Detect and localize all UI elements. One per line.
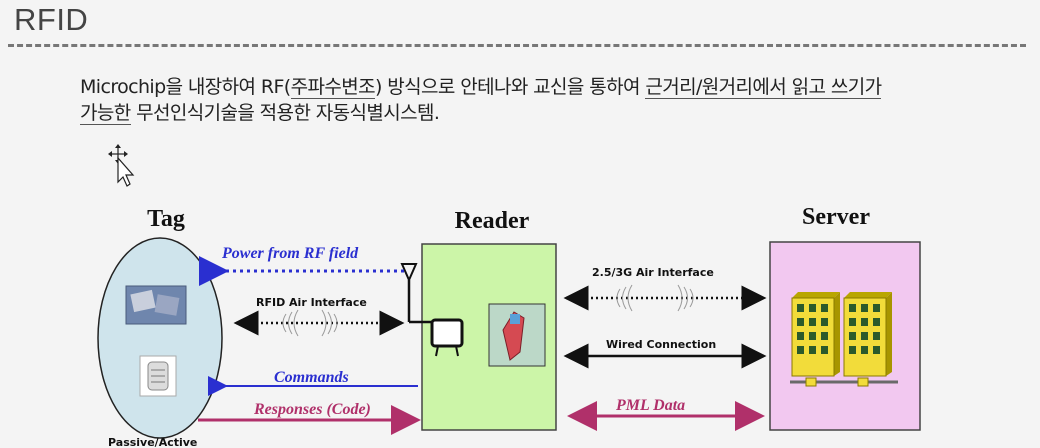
desc-underline-3: 가능한: [80, 102, 131, 125]
tag-chip-image: [125, 285, 187, 325]
air-3g-label: 2.5/3G Air Interface: [592, 266, 714, 279]
power-label: Power from RF field: [221, 245, 359, 262]
passive-active-label: Passive/Active: [108, 436, 197, 448]
rfid-wave-icon: [282, 309, 338, 337]
3g-wave-icon: [616, 284, 694, 312]
reader-handheld-image: [488, 303, 546, 367]
rfid-air-label: RFID Air Interface: [256, 296, 367, 309]
desc-part-1: Microchip을 내장하여 RF(: [80, 76, 291, 98]
commands-label: Commands: [274, 369, 349, 386]
slide-description: Microchip을 내장하여 RF(주파수변조) 방식으로 안테나와 교신을 …: [80, 74, 1030, 126]
pml-label: PML Data: [615, 397, 685, 414]
move-cursor-icon: [108, 144, 135, 187]
responses-label: Responses (Code): [253, 401, 371, 418]
slide-title: RFID: [14, 2, 89, 37]
server-buildings-icon: [790, 292, 898, 387]
tag-ellipse: [97, 237, 223, 439]
wired-label: Wired Connection: [606, 338, 716, 351]
title-divider: [8, 44, 1026, 47]
tag-device-image: [139, 355, 177, 397]
server-label: Server: [802, 204, 870, 230]
reader-device-icon: [430, 318, 464, 357]
desc-part-3: 무선인식기술을 적용한 자동식별시스템.: [130, 102, 440, 124]
desc-underline-1: 주파수변조: [290, 76, 376, 99]
tag-label: Tag: [147, 206, 185, 232]
desc-underline-2: 근거리/원거리에서 읽고 쓰기가: [645, 76, 882, 99]
antenna-icon: [400, 263, 434, 324]
desc-part-2: ) 방식으로 안테나와 교신을 통하여: [375, 76, 646, 98]
reader-label: Reader: [455, 208, 530, 234]
